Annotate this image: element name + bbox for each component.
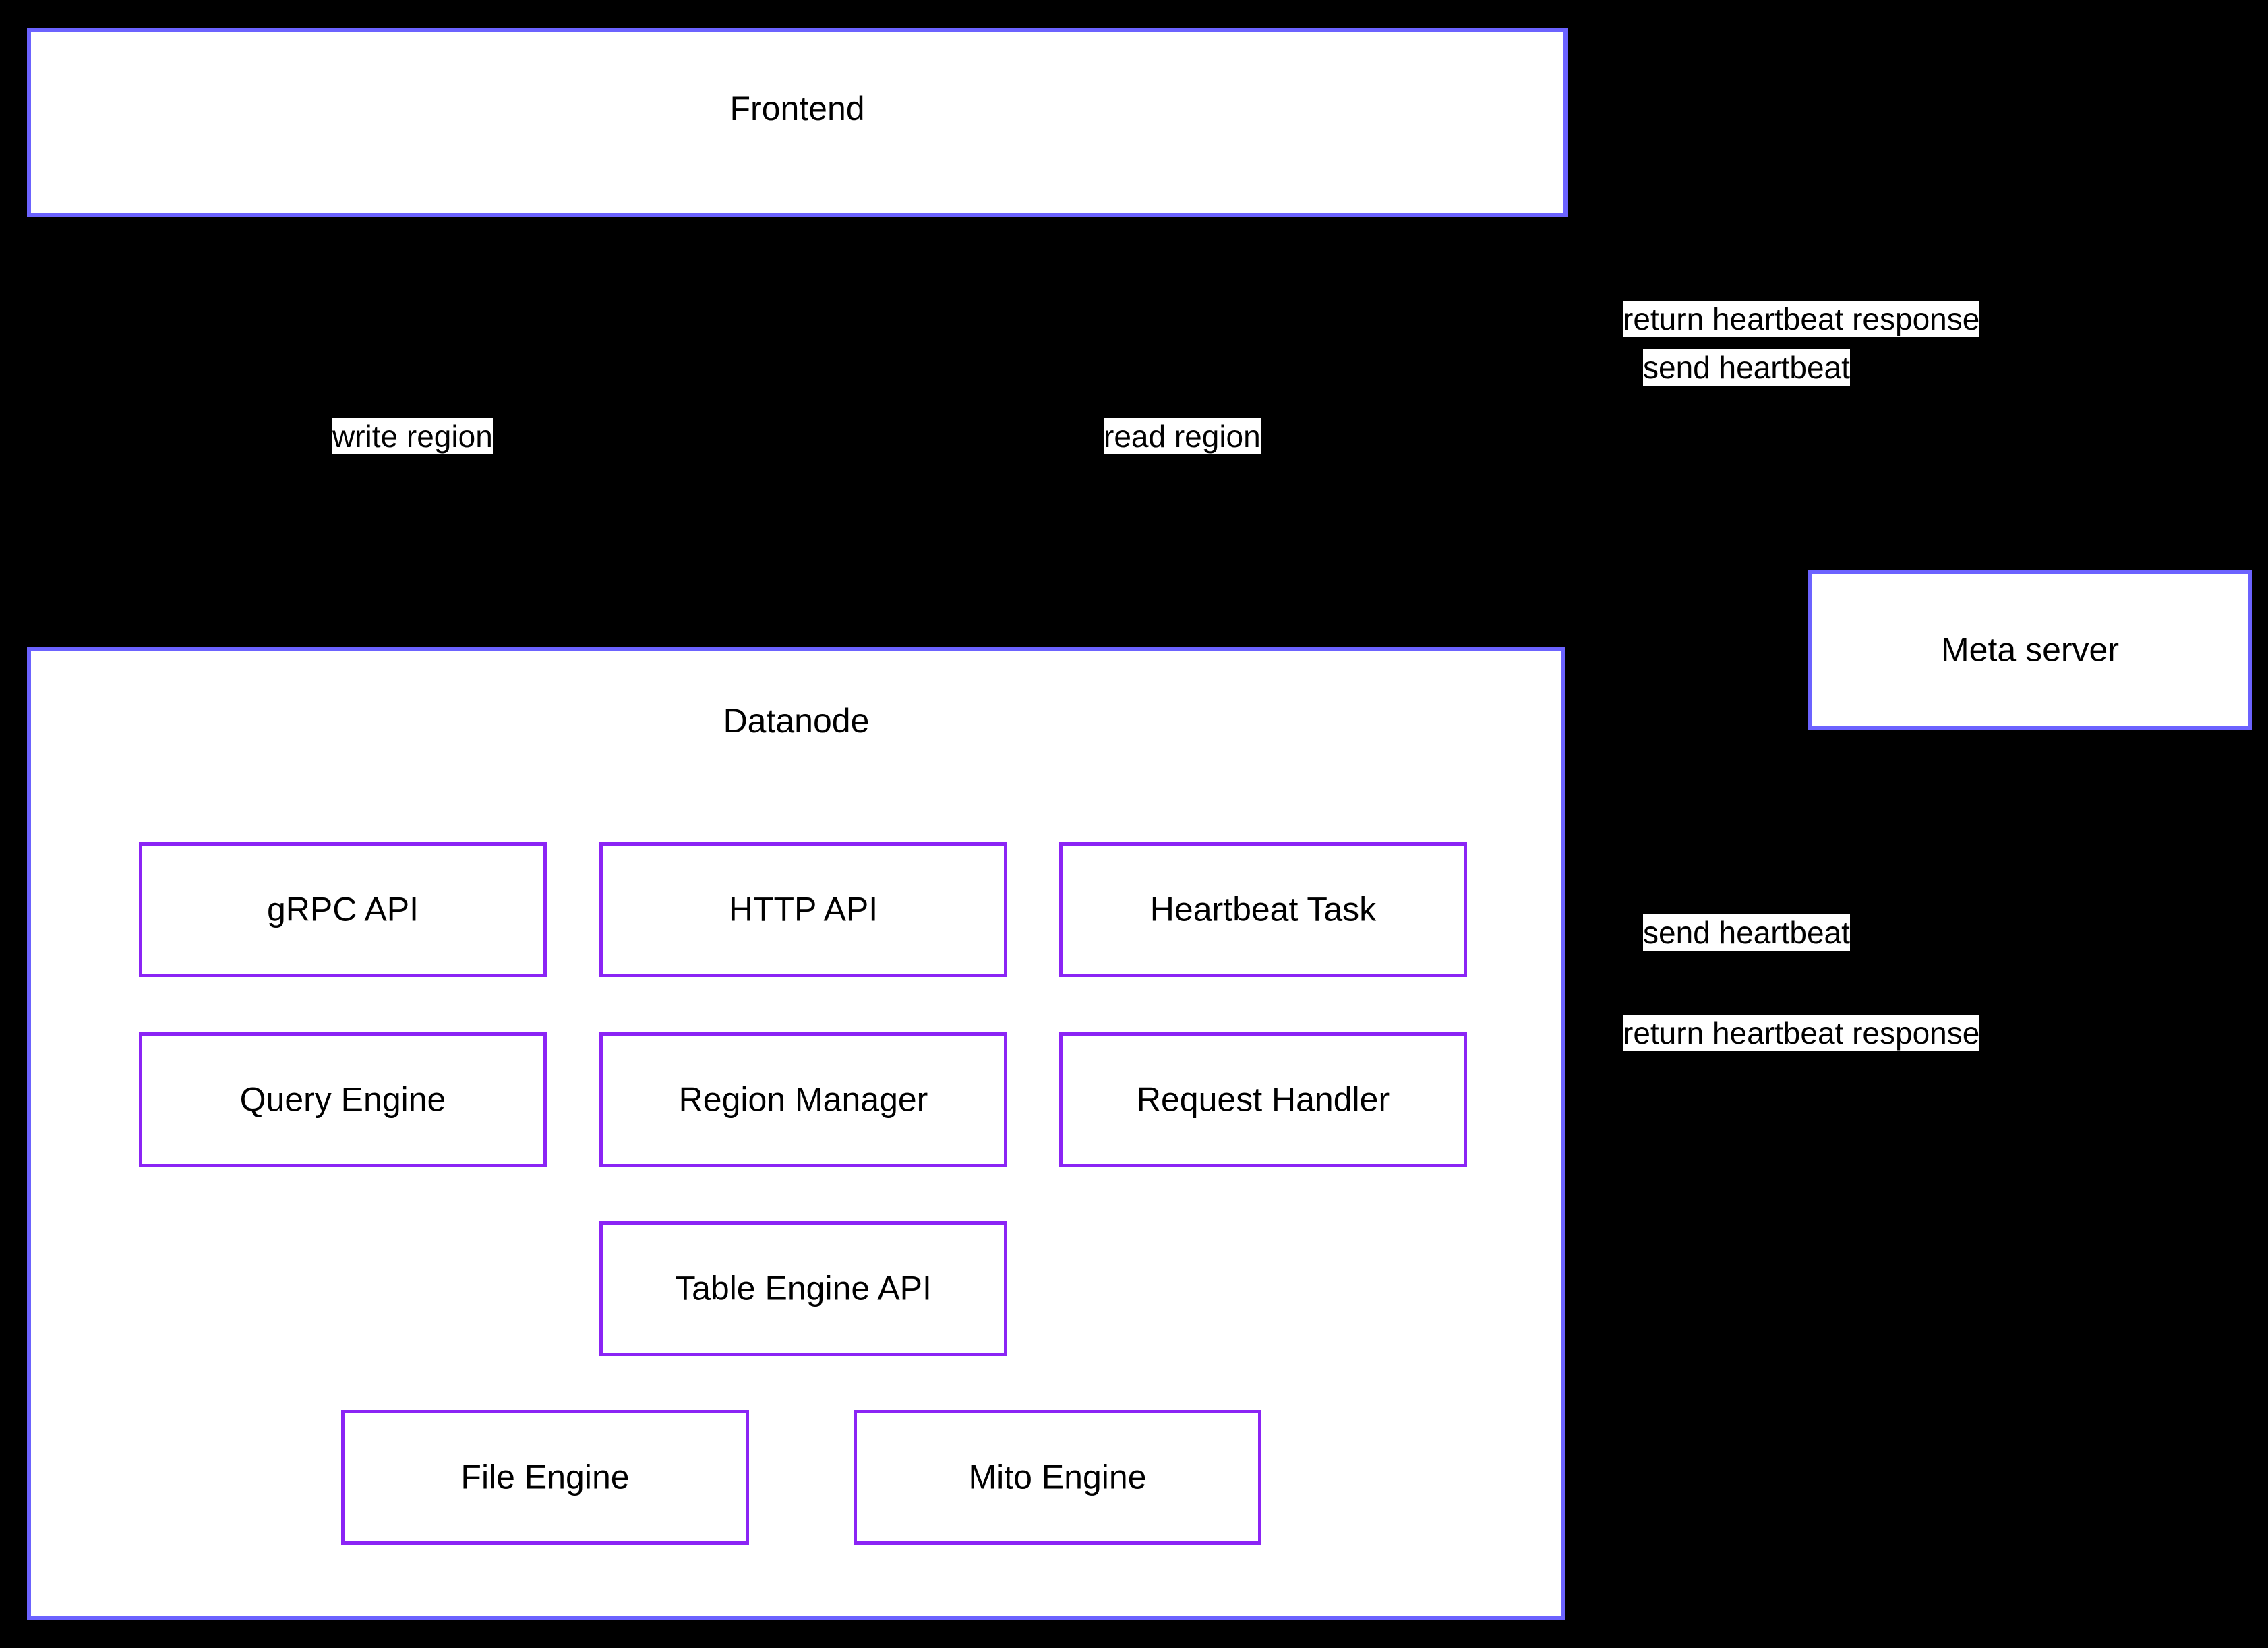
edge-label-read-region: read region bbox=[1104, 418, 1261, 454]
meta-server-container[interactable]: Meta server bbox=[1808, 570, 2252, 730]
region-manager-label: Region Manager bbox=[678, 1080, 928, 1119]
frontend-label: Frontend bbox=[729, 90, 865, 127]
edge-datanode-to-meta bbox=[1565, 730, 1835, 905]
edge-label-datanode-send-heartbeat: send heartbeat bbox=[1643, 914, 1850, 951]
heartbeat-task-node[interactable]: Heartbeat Task bbox=[1059, 842, 1467, 977]
table-engine-api-node[interactable]: Table Engine API bbox=[599, 1221, 1007, 1356]
mito-engine-label: Mito Engine bbox=[968, 1458, 1147, 1496]
edge-label-datanode-return-heartbeat: return heartbeat response bbox=[1623, 1015, 1980, 1051]
http-api-label: HTTP API bbox=[728, 890, 878, 929]
grpc-api-label: gRPC API bbox=[266, 890, 419, 929]
edge-label-meta-return-heartbeat: return heartbeat response bbox=[1623, 301, 1980, 337]
request-handler-node[interactable]: Request Handler bbox=[1059, 1032, 1467, 1167]
http-api-node[interactable]: HTTP API bbox=[599, 842, 1007, 977]
frontend-container[interactable]: Frontend bbox=[27, 28, 1568, 217]
edge-label-write-region: write region bbox=[332, 418, 493, 454]
grpc-api-node[interactable]: gRPC API bbox=[139, 842, 547, 977]
request-handler-label: Request Handler bbox=[1136, 1080, 1390, 1119]
region-manager-node[interactable]: Region Manager bbox=[599, 1032, 1007, 1167]
mito-engine-node[interactable]: Mito Engine bbox=[854, 1410, 1261, 1545]
query-engine-node[interactable]: Query Engine bbox=[139, 1032, 547, 1167]
edge-label-meta-send-heartbeat: send heartbeat bbox=[1643, 349, 1850, 386]
datanode-label: Datanode bbox=[723, 702, 870, 740]
file-engine-node[interactable]: File Engine bbox=[341, 1410, 749, 1545]
file-engine-label: File Engine bbox=[460, 1458, 630, 1496]
heartbeat-task-label: Heartbeat Task bbox=[1150, 890, 1377, 929]
table-engine-api-label: Table Engine API bbox=[675, 1269, 932, 1307]
datanode-container[interactable]: Datanode gRPC API HTTP API Heartbeat Tas… bbox=[27, 647, 1565, 1620]
edge-meta-to-frontend bbox=[1568, 120, 1957, 570]
meta-server-label: Meta server bbox=[1941, 630, 2119, 669]
query-engine-label: Query Engine bbox=[239, 1080, 446, 1119]
